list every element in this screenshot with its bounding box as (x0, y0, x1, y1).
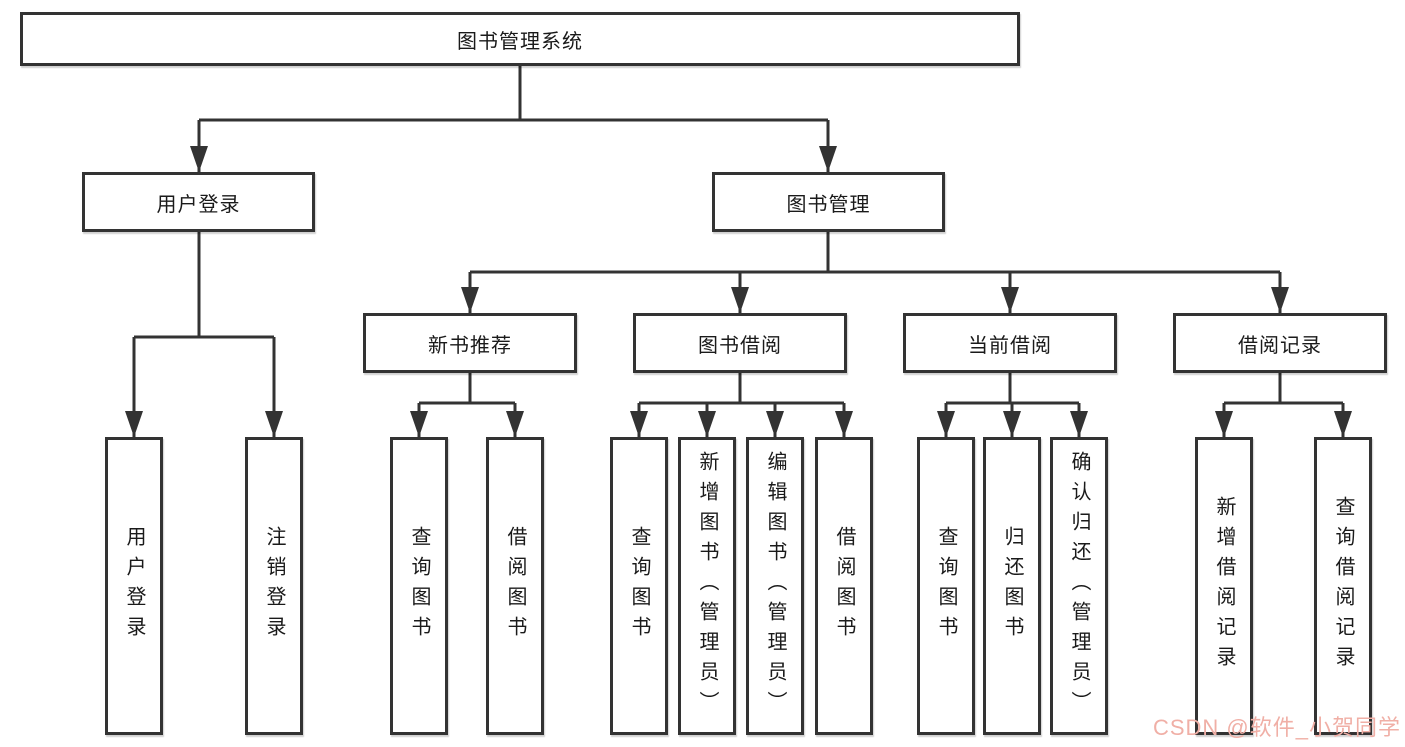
leaf-borrow-books-recommend: 借阅图书 (486, 437, 544, 735)
node-label: 查询图书 (935, 526, 957, 646)
node-label: 借阅图书 (833, 526, 855, 646)
node-label: 当前借阅 (968, 334, 1052, 357)
leaf-query-books-current: 查询图书 (917, 437, 975, 735)
leaf-logout: 注销登录 (245, 437, 303, 735)
node-user-login: 用户登录 (82, 172, 315, 232)
node-label: 用户登录 (156, 193, 241, 216)
leaf-borrow-books-borrowing: 借阅图书 (815, 437, 873, 735)
leaf-user-login: 用户登录 (105, 437, 163, 735)
node-label: 确认归还（管理员） (1068, 451, 1090, 721)
leaf-edit-book-admin: 编辑图书（管理员） (746, 437, 804, 735)
node-label: 用户登录 (123, 526, 145, 646)
node-current-borrowing: 当前借阅 (903, 313, 1117, 373)
node-label: 借阅图书 (504, 526, 526, 646)
csdn-watermark: CSDN @软件_小贺同学 (1152, 715, 1401, 740)
node-label: 图书管理系统 (457, 30, 583, 53)
node-label: 查询图书 (628, 526, 650, 646)
leaf-query-books-borrowing: 查询图书 (610, 437, 668, 735)
node-label: 图书借阅 (698, 334, 782, 357)
node-book-borrowing: 图书借阅 (633, 313, 847, 373)
node-label: 注销登录 (263, 526, 285, 646)
node-label: 归还图书 (1001, 526, 1023, 646)
leaf-query-books-recommend: 查询图书 (390, 437, 448, 735)
node-label: 新增借阅记录 (1213, 496, 1235, 676)
node-label: 查询图书 (408, 526, 430, 646)
node-label: 借阅记录 (1238, 334, 1322, 357)
leaf-confirm-return-admin: 确认归还（管理员） (1050, 437, 1108, 735)
node-label: 图书管理 (786, 193, 871, 216)
node-label: 查询借阅记录 (1332, 496, 1354, 676)
node-new-book-recommend: 新书推荐 (363, 313, 577, 373)
leaf-query-borrow-record: 查询借阅记录 (1314, 437, 1372, 735)
connector-skeleton (134, 66, 1343, 405)
node-label: 编辑图书（管理员） (764, 451, 786, 721)
leaf-return-book: 归还图书 (983, 437, 1041, 735)
leaf-add-borrow-record: 新增借阅记录 (1195, 437, 1253, 735)
node-label: 新书推荐 (428, 334, 512, 357)
node-label: 新增图书（管理员） (696, 451, 718, 721)
leaf-add-book-admin: 新增图书（管理员） (678, 437, 736, 735)
node-borrowing-records: 借阅记录 (1173, 313, 1387, 373)
node-library-management-system: 图书管理系统 (20, 12, 1020, 66)
node-book-management: 图书管理 (712, 172, 945, 232)
